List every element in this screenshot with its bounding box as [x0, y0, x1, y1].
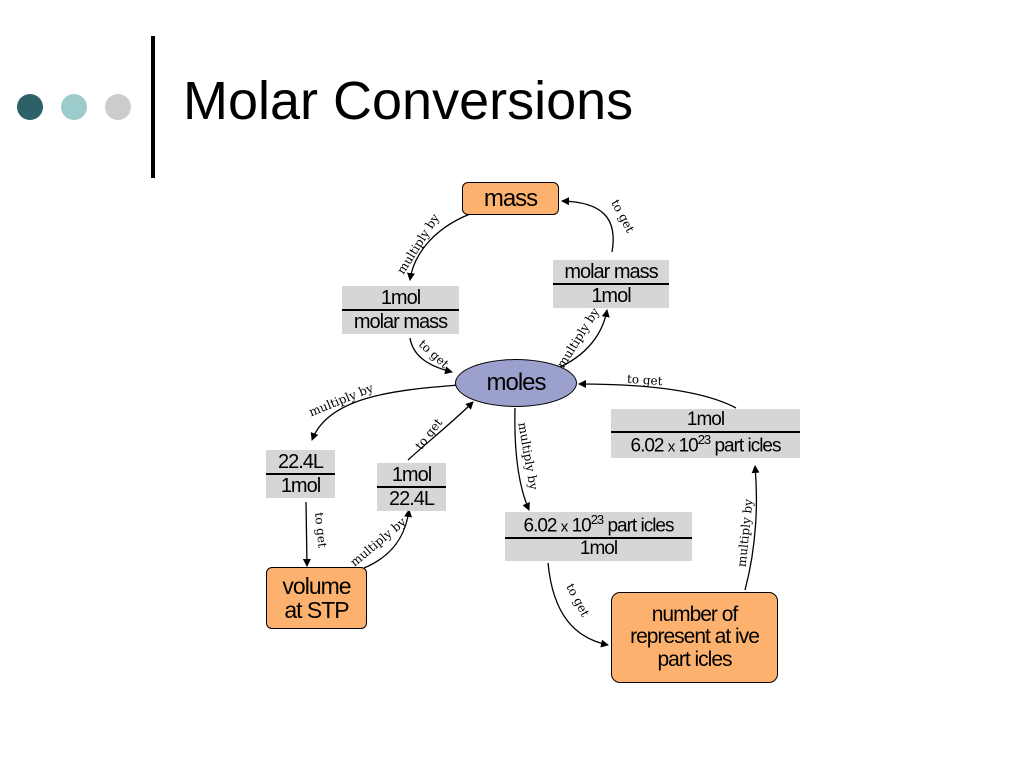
arrow-avogadro-fraction-to-moles: [578, 380, 737, 409]
fraction-numerator: molar mass: [553, 260, 669, 285]
arrow-liters-fraction-to-moles: [407, 401, 474, 461]
edge-label-to-get: to get: [311, 511, 330, 549]
avogadro-exponent: 23: [590, 512, 605, 527]
fraction-denominator: molar mass: [353, 311, 448, 333]
times-sign: x: [667, 438, 675, 456]
edge-label-to-get: to get: [626, 371, 663, 389]
fraction-molar-mass-over-mol: molar mass 1mol: [553, 260, 669, 308]
particles-label-line1: number of: [651, 603, 739, 627]
header-dot-teal: [61, 94, 87, 120]
volume-label-line1: volume: [282, 572, 351, 599]
avogadro-ten: 10: [678, 435, 699, 457]
arrow-mass-to-fraction: [406, 213, 471, 281]
mass-label: mass: [483, 184, 538, 212]
arrow-moles-to-avogadro-fraction: [514, 407, 530, 511]
fraction-denominator: 1mol: [591, 285, 631, 307]
fraction-avogadro-over-mol: 6.02 x 1023 part icles 1mol: [505, 512, 692, 562]
fraction-denominator: 22.4L: [388, 488, 435, 510]
particles-label-line2: represent at ive: [630, 625, 760, 649]
fraction-mol-over-molar-mass: 1mol molar mass: [342, 286, 459, 334]
fraction-numerator: 1mol: [611, 409, 800, 433]
fraction-numerator: 1mol: [377, 463, 446, 488]
moles-label: moles: [486, 369, 546, 396]
avogadro-exponent: 23: [697, 431, 712, 447]
arrow-fraction-to-moles: [409, 337, 453, 375]
avogadro-base: 6.02: [630, 435, 665, 457]
header-dot-gray: [105, 94, 131, 120]
fraction-mol-over-liters: 1mol 22.4L: [377, 463, 446, 511]
header-dot-dark: [17, 94, 43, 120]
header-divider: [151, 36, 155, 178]
fraction-denominator: 1mol: [280, 475, 321, 497]
avogadro-ten: 10: [571, 515, 592, 537]
arrow-liters-fraction-to-volume: [302, 501, 311, 567]
particles-label-line3: part icles: [657, 647, 732, 671]
moles-node: moles: [455, 359, 577, 407]
fraction-numerator: 6.02 x 1023 part icles: [505, 512, 692, 540]
arrow-avogadro-fraction-to-particles: [547, 562, 609, 648]
mass-node: mass: [462, 182, 559, 215]
arrow-moles-to-liters-fraction: [310, 384, 461, 441]
volume-node: volume at STP: [266, 567, 367, 629]
avogadro-unit: part icles: [714, 435, 781, 457]
arrow-particles-to-fraction: [744, 465, 760, 591]
fraction-denominator: 1mol: [579, 538, 618, 560]
slide-title: Molar Conversions: [183, 71, 634, 131]
fraction-mol-over-avogadro: 1mol 6.02 x 1023 part icles: [611, 409, 800, 459]
fraction-denominator: 6.02 x 1023 part icles: [611, 431, 800, 458]
arrow-fraction-to-mass: [561, 197, 614, 253]
particles-node: number of represent at ive part icles: [611, 592, 778, 683]
fraction-numerator: 1mol: [342, 286, 459, 311]
volume-label-line2: at STP: [284, 597, 349, 623]
fraction-numerator: 22.4L: [266, 450, 335, 475]
fraction-liters-over-mol: 22.4L 1mol: [266, 450, 335, 498]
avogadro-unit: part icles: [607, 515, 674, 537]
times-sign: x: [560, 518, 568, 536]
arrow-volume-to-liters-fraction: [363, 509, 413, 569]
avogadro-base: 6.02: [523, 515, 558, 537]
